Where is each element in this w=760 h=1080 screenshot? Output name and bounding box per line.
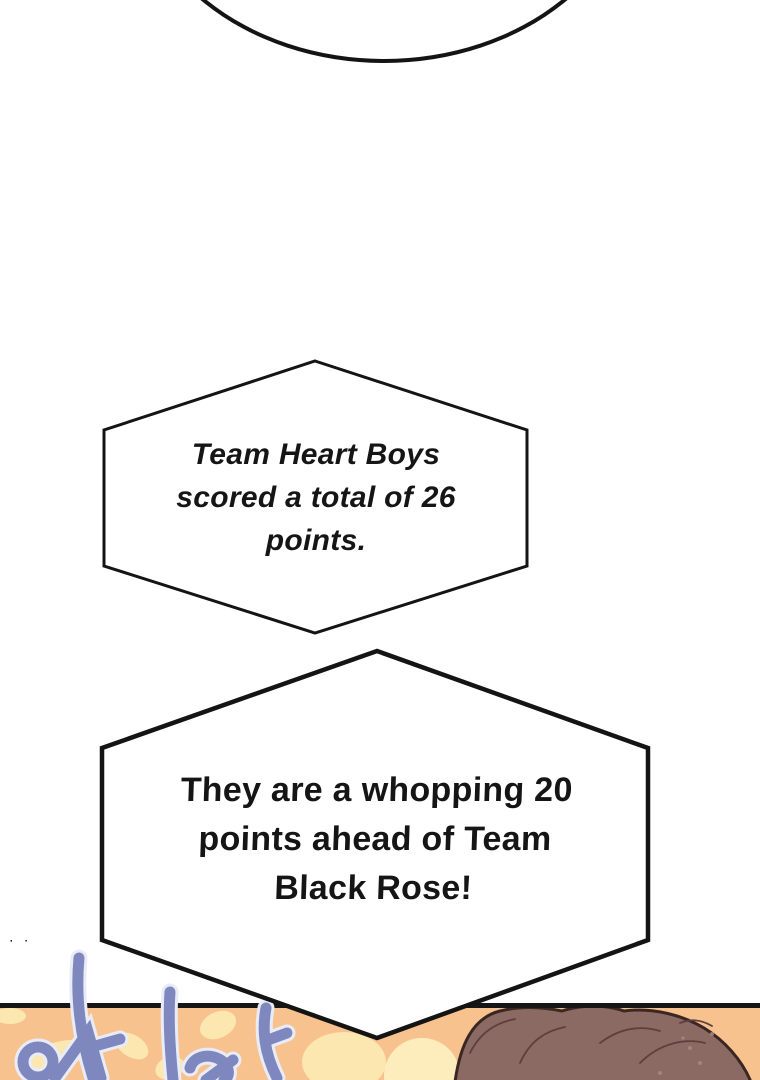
speech-line: Black Rose! [273,869,473,907]
blob [0,1008,26,1024]
hair-speckle [698,1061,702,1065]
brown-hair-head [453,1008,752,1080]
hair-speckle [658,1071,662,1075]
speech-line: points ahead of Team [197,820,553,858]
hair-strand [519,1026,566,1064]
blob [384,1038,460,1080]
hexagon-bubble-2 [99,648,651,1041]
blob [199,1010,237,1040]
hair-strand [599,1027,661,1044]
hair-speckle [710,1032,714,1036]
speech-line: Team Heart Boys [191,438,441,471]
speech-bubble-1-text: Team Heart Boys scored a total of 26 poi… [105,433,527,562]
hexagon-bubble-1 [102,359,529,635]
hair-strand [639,1040,706,1064]
hair-strand [469,1018,516,1054]
hair-speckle [688,1046,692,1050]
speech-line: They are a whopping 20 [180,771,574,809]
hair-strand [679,1019,713,1027]
sfx-korean-calligraphy: 와악! [0,940,296,1080]
sfx-text: 와악! [0,940,34,944]
hair-speckle [681,1036,685,1040]
speech-bubble-2-text: They are a whopping 20 points ahead of T… [92,766,657,913]
sfx-blue-strokes [17,952,293,1080]
speech-line: points. [265,524,367,557]
blob [302,1032,386,1080]
speech-line: scored a total of 26 [176,481,456,514]
